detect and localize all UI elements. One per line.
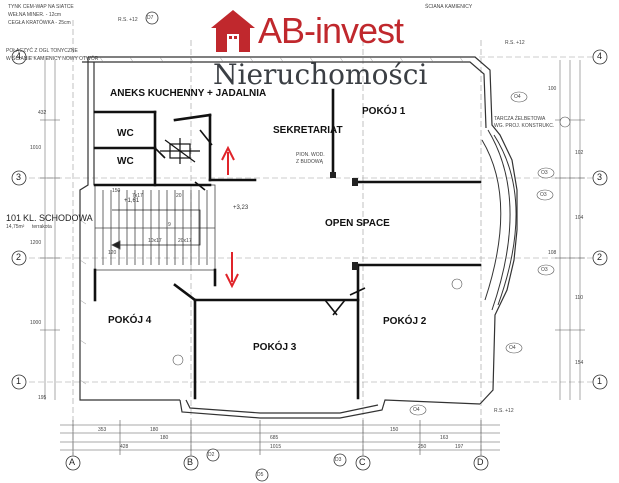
dimension-right: 154 — [575, 360, 584, 366]
grid-row-label-right: 4 — [597, 51, 603, 61]
note-sciana-kamienicy: ŚCIANA KAMIENICY — [425, 4, 473, 10]
doors — [154, 129, 366, 316]
dimension-bottom: 163 — [440, 435, 449, 441]
room-label-wc2: WC — [117, 156, 134, 167]
dimension-bottom: 1015 — [270, 444, 282, 450]
stair-step-label: 9 — [168, 222, 171, 228]
stairwell-number: 101 — [6, 213, 22, 223]
wall-stubs — [330, 172, 358, 270]
dimension-bottom: 197 — [455, 444, 464, 450]
stair-step-label: 20x17 — [178, 238, 192, 244]
dimension-bottom: 180 — [160, 435, 169, 441]
grid-row-label: 1 — [16, 376, 22, 386]
dimension-right: 108 — [548, 250, 557, 256]
dimension-bottom: 180 — [150, 427, 159, 433]
dimension-right: 104 — [575, 215, 584, 221]
stairwell-label: KL. SCHODOWA — [23, 213, 93, 223]
room-label-sekretariat: SEKRETARIAT — [273, 125, 343, 136]
room-label-pokoj4: POKÓJ 4 — [108, 315, 152, 326]
dimension-left: 195 — [38, 395, 47, 401]
note-scianie: W ŚCIANIE KAMIENICY NOWY OTWÓR — [6, 56, 99, 62]
grid-col-extra: D3 — [335, 457, 342, 463]
room-label-wc1: WC — [117, 128, 134, 139]
dimension-right: 102 — [575, 150, 584, 156]
note-rs-3: R.S. +12 — [494, 408, 514, 414]
dimension-bottom: 250 — [418, 444, 427, 450]
note-polaczyc: POŁĄCZYĆ Z OGL TONYCZNE — [6, 48, 78, 54]
stair-step-label: 10x17 — [148, 238, 162, 244]
dimension-right: 100 — [548, 86, 557, 92]
dimension-bottom: 685 — [270, 435, 279, 441]
note-tarcza: TARCZA ŻELBETOWA — [494, 116, 546, 122]
grid-col-top: D7 — [147, 15, 154, 21]
staircase — [94, 184, 216, 271]
room-label-open-space: OPEN SPACE — [325, 218, 390, 229]
grid-col-extra: D5 — [257, 472, 264, 478]
note-welna: WEŁNA MINER. - 12cm — [8, 12, 62, 18]
dimension-left: 1000 — [30, 320, 42, 326]
room-label-pokoj2: POKÓJ 2 — [383, 316, 427, 327]
window-tags — [172, 91, 571, 416]
dimension-left: 1010 — [30, 145, 42, 151]
dimension-left: 1200 — [30, 240, 42, 246]
logo-subtitle: Nieruchomości — [213, 58, 428, 91]
grid-row-label-right: 2 — [597, 252, 603, 262]
stairwell-floor: terrakota — [32, 224, 52, 230]
window-tag-label: O3 — [541, 170, 548, 176]
level-mark-323: +3,23 — [233, 205, 249, 211]
note-rs-2: R.S. +12 — [505, 40, 525, 46]
grid-col-label: A — [69, 457, 76, 467]
window-tag-label: O3 — [541, 267, 548, 273]
note-fence: Z BUDOWĄ — [296, 159, 323, 165]
grid-col-extra: D2 — [208, 452, 215, 458]
room-label-aneks: ANEKS KUCHENNY + JADALNIA — [110, 88, 267, 99]
window-tag-label: O4 — [514, 94, 521, 100]
logo-house-icon — [211, 10, 255, 52]
stairwell-area: 14,75m² — [6, 224, 25, 230]
note-tarcza-2: WG. PROJ. KONSTRUKC. — [494, 123, 555, 129]
grid-row-label: 2 — [16, 252, 22, 262]
grid-markers — [11, 11, 608, 482]
red-arrows — [221, 145, 239, 289]
bay-window — [481, 129, 517, 311]
grid-col-label: B — [187, 457, 194, 467]
water-riser-symbol — [160, 138, 200, 164]
grid-col-label: C — [359, 457, 366, 467]
window-tag-label: O3 — [540, 192, 547, 198]
note-tynk: TYNK CEM-WAP NA SIATCE — [8, 4, 74, 10]
logo-title: AB-invest — [258, 10, 404, 51]
dimension-ticks — [40, 119, 585, 455]
dimension-left: 432 — [38, 110, 47, 116]
grid-row-label: 3 — [16, 172, 22, 182]
level-mark-161: +1,61 — [124, 198, 140, 204]
dimension-lines — [44, 60, 581, 451]
dimension-bottom: 428 — [120, 444, 129, 450]
grid-row-label-right: 3 — [597, 172, 603, 182]
wall-hatching — [79, 56, 464, 385]
dimension-bottom: 353 — [98, 427, 107, 433]
stair-step-label: 7x17 — [132, 193, 143, 199]
dimension-right: 110 — [575, 295, 583, 301]
window-tag-label: O4 — [509, 345, 516, 351]
exterior-walls — [79, 56, 518, 419]
note-pion: PION. WOD. — [296, 152, 325, 158]
note-rs-1: R.S. +12 — [118, 17, 138, 23]
dimension-bottom: 150 — [390, 427, 399, 433]
window-tag-label: O4 — [413, 407, 420, 413]
room-label-pokoj1: POKÓJ 1 — [362, 106, 406, 117]
stair-step-label: 150 — [112, 188, 121, 194]
grid-col-label: D — [477, 457, 484, 467]
grid-row-label: 4 — [16, 51, 22, 61]
grid-row-label-right: 1 — [597, 376, 603, 386]
interior-walls — [93, 88, 482, 400]
note-cegla: CEGŁA KRATÓWKA - 25cm — [8, 20, 71, 26]
stair-step-label: 20 — [176, 193, 182, 199]
room-label-pokoj3: POKÓJ 3 — [253, 342, 297, 353]
stair-step-label: 120 — [108, 250, 117, 256]
